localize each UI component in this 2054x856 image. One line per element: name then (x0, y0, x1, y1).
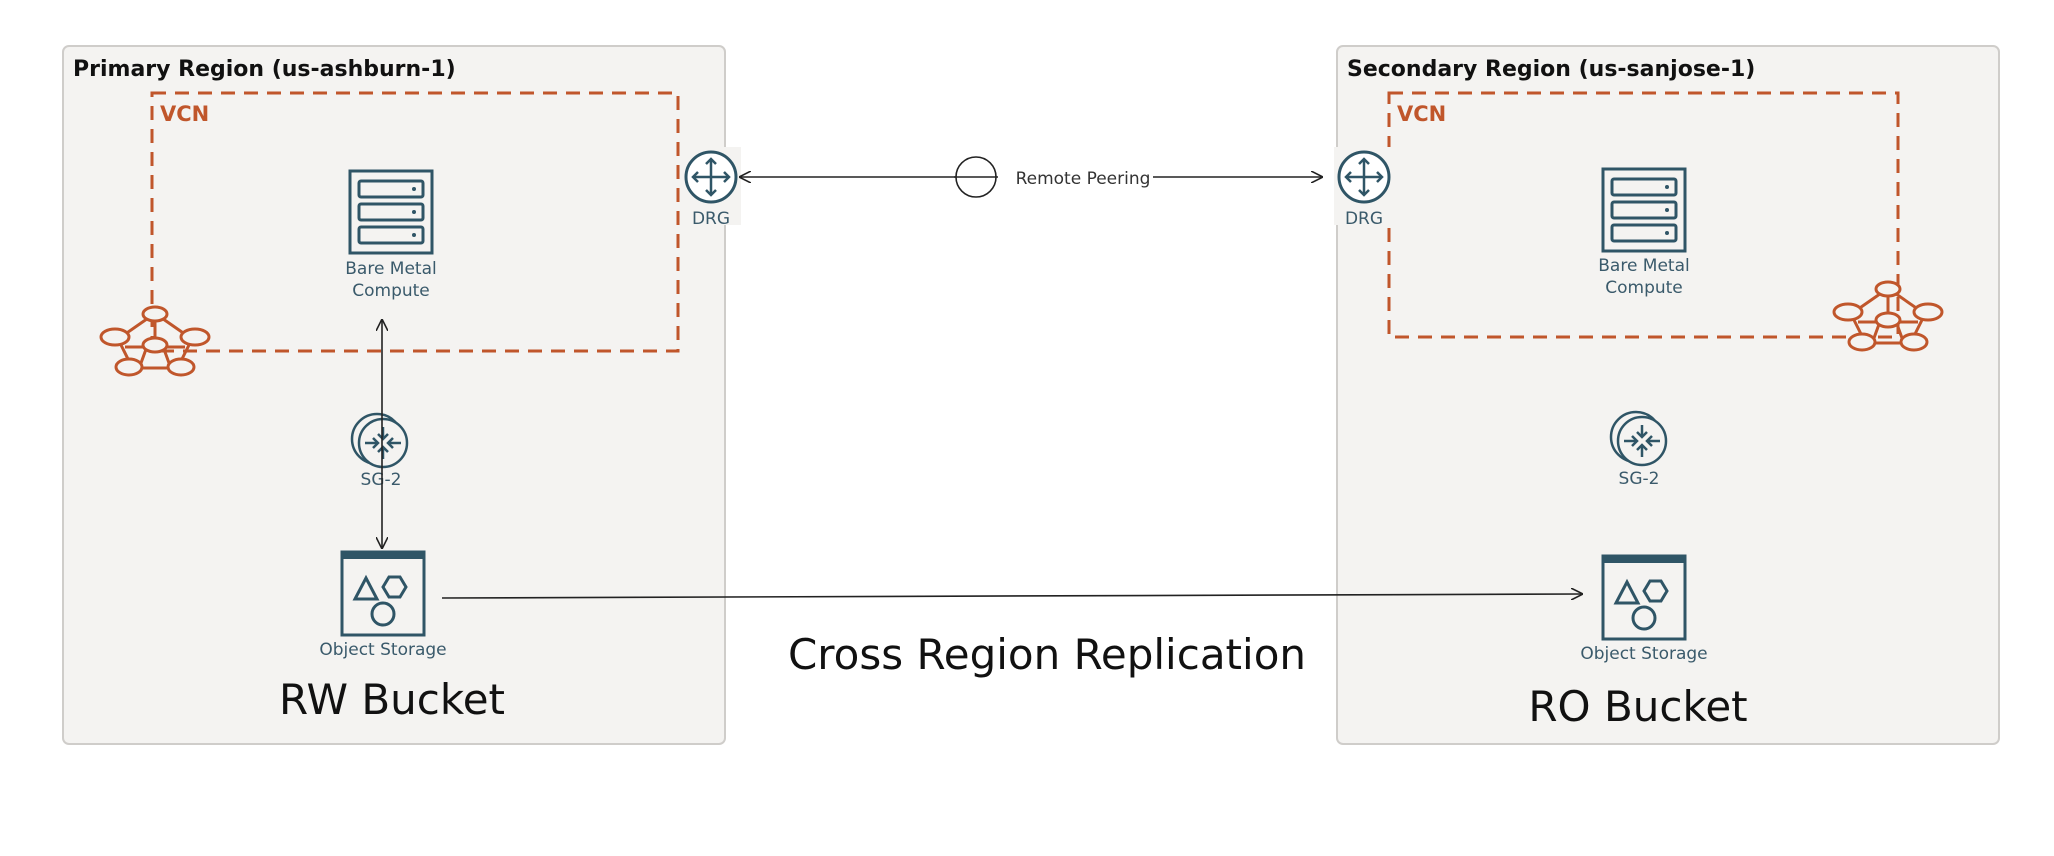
cross-region-replication-label: Cross Region Replication (788, 630, 1306, 679)
secondary-sg-label: SG-2 (1619, 469, 1660, 489)
secondary-compute-label-1: Bare Metal (1598, 256, 1690, 276)
primary-vcn-label: VCN (160, 102, 209, 126)
replication-connector (441, 594, 1582, 598)
secondary-bucket-label: RO Bucket (1528, 682, 1747, 731)
primary-storage-icon (340, 550, 426, 637)
secondary-drg-icon (1334, 147, 1394, 225)
secondary-region: Secondary Region (us-sanjose-1) VCN Bare… (1334, 45, 2000, 745)
primary-region-box (62, 45, 726, 745)
primary-region-title: Primary Region (us-ashburn-1) (73, 57, 456, 82)
remote-peering-label: Remote Peering (1016, 169, 1151, 189)
primary-vcn-box (150, 91, 680, 353)
primary-bucket-label: RW Bucket (279, 675, 505, 724)
secondary-storage-label: Object Storage (1580, 644, 1707, 664)
secondary-network-icon (1832, 280, 1944, 352)
secondary-region-box (1336, 45, 2000, 745)
primary-storage-label: Object Storage (319, 640, 446, 660)
secondary-compute-label-2: Compute (1605, 278, 1683, 298)
secondary-compute-icon (1601, 167, 1687, 253)
primary-drg-label: DRG (692, 209, 730, 229)
secondary-vcn-label: VCN (1397, 102, 1446, 126)
secondary-sg-icon (1609, 410, 1668, 467)
secondary-region-title: Secondary Region (us-sanjose-1) (1347, 57, 1755, 82)
primary-compute-label-2: Compute (352, 281, 430, 301)
secondary-drg-label: DRG (1345, 209, 1383, 229)
primary-region: Primary Region (us-ashburn-1) VCN Bare M… (62, 45, 741, 745)
remote-peering-icon (954, 156, 998, 198)
secondary-storage-icon (1601, 554, 1687, 641)
primary-network-icon (99, 305, 211, 377)
primary-sg-label: SG-2 (361, 470, 402, 490)
primary-compute-label-1: Bare Metal (345, 259, 437, 279)
primary-drg-icon (681, 147, 741, 225)
primary-compute-icon (348, 169, 434, 255)
